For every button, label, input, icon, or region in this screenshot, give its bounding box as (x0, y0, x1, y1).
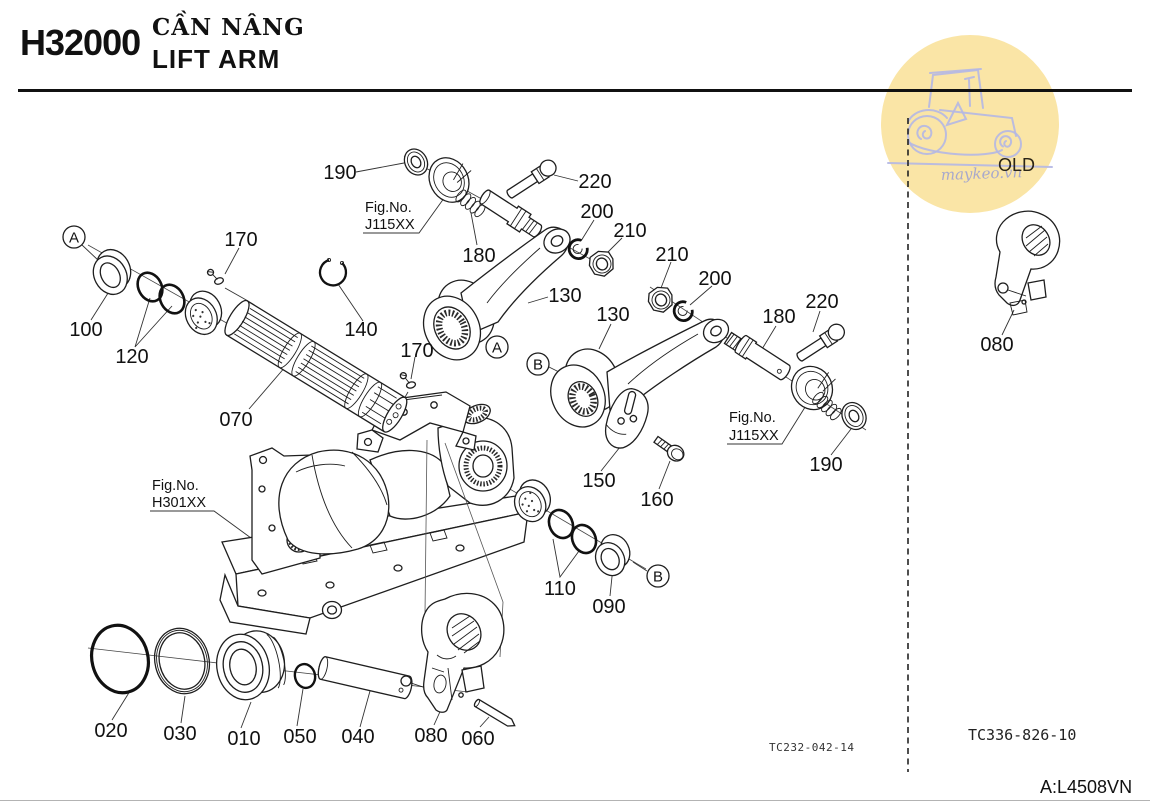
drawing-code-left: TC232-042-14 (769, 741, 855, 754)
callout-020: 020 (94, 720, 127, 742)
callout-110: 110 (544, 578, 576, 600)
callout-100: 100 (69, 319, 102, 341)
page-title-vietnamese: CẦN NÂNG (152, 14, 305, 41)
fig-ref-right-line2: J115XX (729, 428, 779, 444)
part-140-snap-ring (318, 257, 348, 287)
view-marker-a-arm: A (492, 340, 502, 357)
part-070-splined-shaft (224, 299, 408, 433)
page-title-english: LIFT ARM (152, 44, 281, 74)
part-040-rod (317, 656, 413, 700)
leader-lines (81, 162, 1015, 729)
part-ball-stud (400, 675, 427, 689)
part-needle-bushing-left (184, 290, 223, 336)
part-130-lift-arm-a (422, 226, 571, 361)
part-180-pin-top (479, 189, 543, 238)
view-marker-b-mid: B (653, 569, 663, 586)
callout-080-bottom: 080 (414, 725, 447, 747)
part-150-plate (604, 387, 649, 449)
part-180-pin-right (734, 334, 791, 381)
callout-090: 090 (592, 596, 625, 618)
callout-210-right: 210 (655, 244, 688, 266)
part-170-grease-fitting-right (399, 372, 417, 389)
part-080-bracket-old (994, 210, 1061, 316)
part-090-bushing (594, 533, 631, 577)
page-code: A:L4508VN (1040, 777, 1133, 797)
callout-220-right: 220 (805, 291, 838, 313)
callout-labels: 190 220 200 210 180 130 140 170 100 120 … (69, 162, 1013, 750)
view-markers: A A B B (62, 225, 670, 588)
part-130-lift-arm-b (550, 318, 748, 428)
part-100-bushing (92, 248, 132, 296)
watermark: maykeo.vn (881, 35, 1059, 213)
old-variant-label: OLD (998, 155, 1036, 175)
callout-170-left: 170 (224, 229, 257, 251)
callout-120: 120 (115, 346, 148, 368)
watermark-site-text: maykeo.vn (941, 163, 1023, 184)
callout-130-top: 130 (548, 285, 581, 307)
bottom-hairline (0, 800, 1150, 801)
fig-ref-housing-line1: Fig.No. (152, 478, 199, 494)
callout-140: 140 (344, 319, 377, 341)
drawing-code-right: TC336-826-10 (968, 726, 1077, 744)
callout-010: 010 (227, 728, 260, 750)
fig-ref-housing-line2: H301XX (152, 495, 206, 511)
header-rule (18, 89, 1132, 92)
part-030-seal-ring (153, 627, 211, 695)
callout-050: 050 (283, 726, 316, 748)
part-210-nut-right (647, 286, 673, 313)
part-050-o-ring (293, 662, 317, 690)
part-170-grease-fitting-left (206, 268, 225, 285)
callout-040: 040 (341, 726, 374, 748)
part-220-bolt-right (796, 323, 846, 362)
callout-060: 060 (461, 728, 494, 750)
callout-180-right: 180 (762, 306, 795, 328)
callout-160: 160 (640, 489, 673, 511)
callout-170-right: 170 (400, 340, 433, 362)
callout-070: 070 (219, 409, 252, 431)
fig-ref-right-line1: Fig.No. (729, 410, 776, 426)
callout-200-top: 200 (580, 201, 613, 223)
part-060-pin (473, 698, 516, 727)
callout-080-old: 080 (980, 334, 1013, 356)
callout-190-right: 190 (809, 454, 842, 476)
part-190-washer-top (403, 148, 429, 176)
callout-190-top: 190 (323, 162, 356, 184)
callout-180-top: 180 (462, 245, 495, 267)
part-210-nut-top (588, 250, 614, 277)
view-marker-b-arm: B (533, 357, 543, 374)
part-200-clip-right (672, 300, 694, 322)
part-220-bolt-top (506, 159, 557, 199)
section-code: H32000 (20, 22, 141, 63)
part-160-bolt (653, 435, 685, 462)
part-010-piston (216, 630, 286, 701)
part-ball-joint-top-j115xx (428, 157, 486, 218)
watermark-circle (881, 35, 1059, 213)
part-120-o-rings (136, 271, 186, 315)
callout-200-right: 200 (698, 268, 731, 290)
part-080-bracket-bottom (420, 592, 505, 713)
callout-150: 150 (582, 470, 615, 492)
callout-130-right: 130 (596, 304, 629, 326)
callout-210-top: 210 (613, 220, 646, 242)
figure-references: Fig.No. J115XX Fig.No. H301XX Fig.No. J1… (152, 200, 779, 511)
part-190-washer-right (841, 401, 867, 431)
fig-ref-top-line2: J115XX (365, 217, 415, 233)
part-020-o-ring (90, 623, 150, 695)
part-200-clip-top (567, 238, 589, 260)
callout-220-top: 220 (578, 171, 611, 193)
view-marker-a-left: A (69, 230, 79, 247)
part-needle-bushing-mid (513, 479, 551, 523)
part-ball-joint-right-j115xx (790, 365, 842, 421)
part-110-o-rings (547, 508, 598, 555)
fig-ref-top-line1: Fig.No. (365, 200, 412, 216)
callout-030: 030 (163, 723, 196, 745)
